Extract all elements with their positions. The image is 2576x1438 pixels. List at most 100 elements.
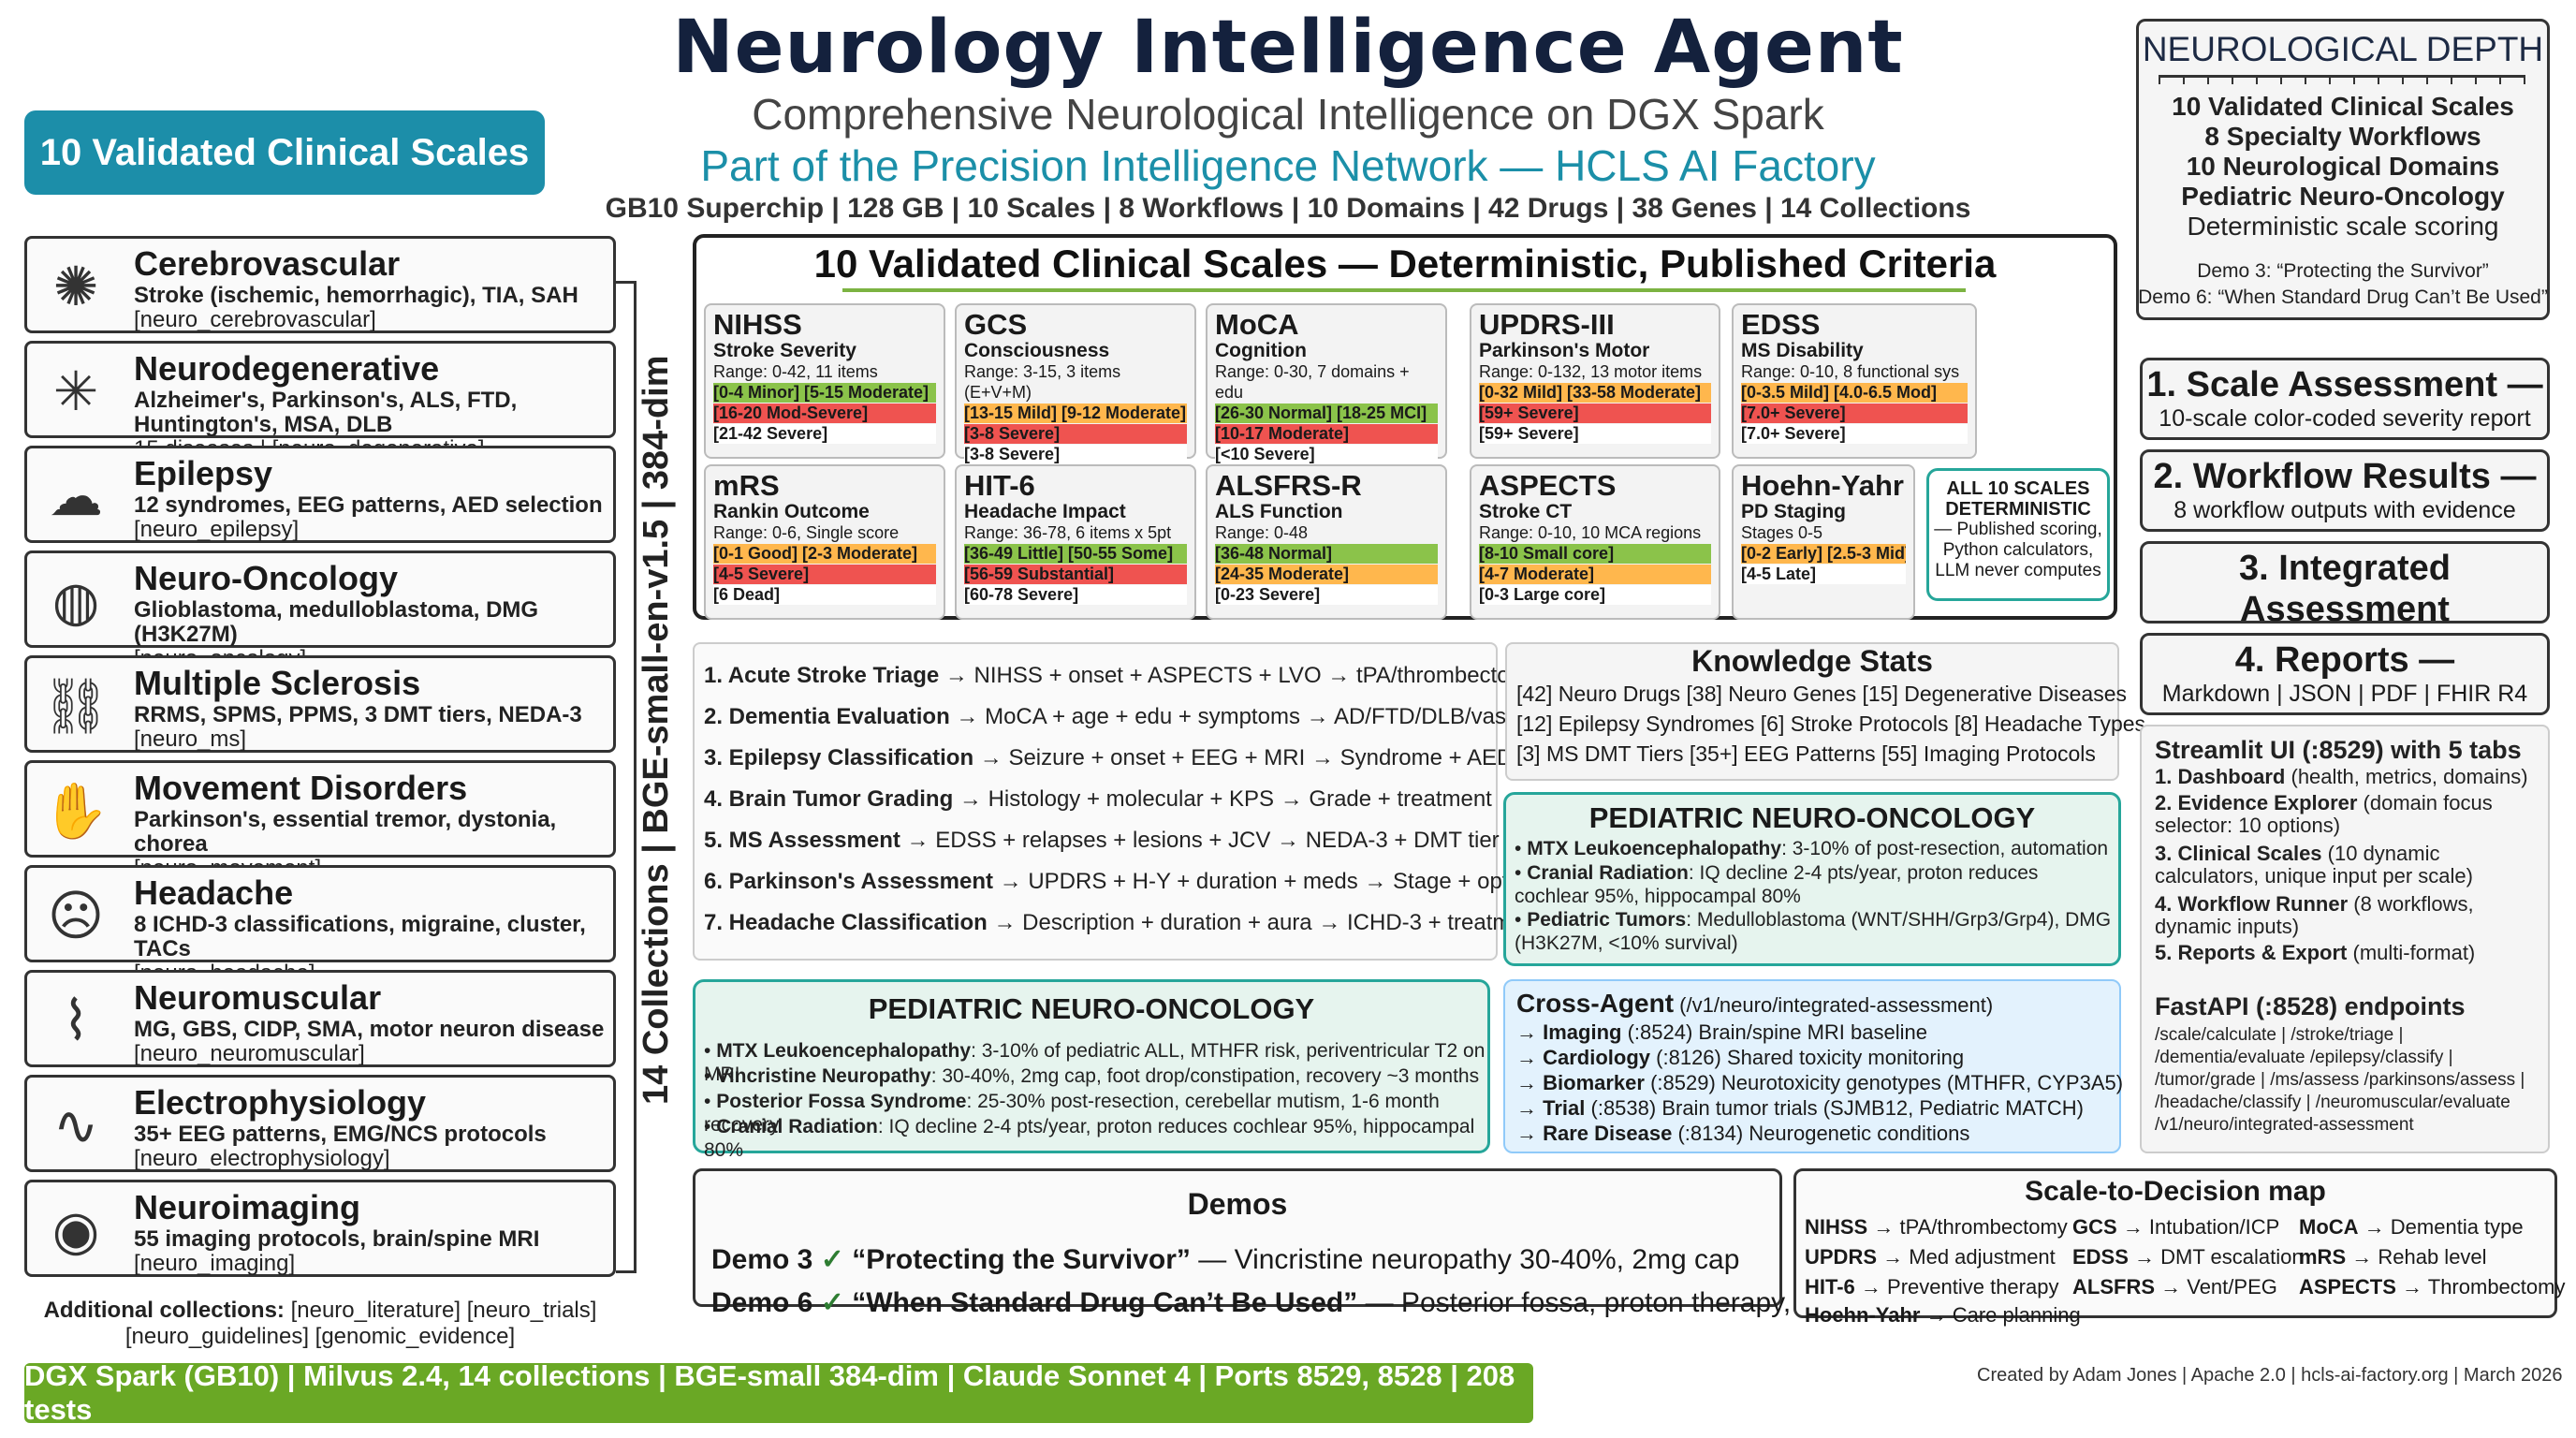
output-card: 2. Workflow Results —8 workflow outputs …: [2140, 449, 2550, 532]
collection-name: Movement Disorders: [134, 769, 468, 807]
scale-range: Stages 0-5: [1741, 523, 1823, 542]
pediatric-item-key: MTX Leukoencephalopathy: [716, 1040, 972, 1062]
workflow-flow: Histology + molecular + KPS → Grade + tr…: [988, 786, 1492, 812]
collection-name: Headache: [134, 873, 294, 912]
additional-collections: Additional collections: [neuro_literatur…: [24, 1298, 616, 1350]
tab-desc: (health, metrics, domains): [2285, 765, 2528, 788]
cross-agent-item: → Rare Disease (:8134) Neurogenetic cond…: [1516, 1122, 1970, 1145]
workflow-item: 1. Acute Stroke Triage → NIHSS + onset +…: [704, 663, 1540, 688]
scale-name: mRS: [713, 469, 780, 502]
workflow-item: 4. Brain Tumor Grading → Histology + mol…: [704, 786, 1492, 812]
collection-name: Neuroimaging: [134, 1188, 361, 1226]
scale-decision-scale: HIT-6: [1805, 1275, 1855, 1299]
depth-line: Pediatric Neuro-Oncology: [2181, 182, 2505, 211]
cross-agent-name: Imaging: [1543, 1020, 1622, 1044]
scale-subtitle: Stroke CT: [1479, 501, 1573, 522]
collections-bracket: [616, 281, 637, 1273]
deterministic-text: — Published scoring, Python calculators,…: [1934, 520, 2102, 580]
collection-desc-text: MG, GBS, CIDP, SMA, motor neuron disease: [134, 1017, 605, 1042]
tab-desc: (10 dynamic calculators, unique input pe…: [2155, 842, 2473, 888]
collection-name: Neuromuscular: [134, 978, 382, 1017]
scale-decision-action: → Thrombectomy: [2402, 1275, 2566, 1299]
scale-decision-action: → Rehab level: [2351, 1245, 2487, 1269]
pediatric-item-key: Cranial Radiation: [716, 1116, 878, 1137]
collection-desc-text: Glioblastoma, medulloblastoma, DMG (H3K2…: [134, 597, 539, 647]
scale-decision-panel: [1793, 1168, 2557, 1318]
demo-name: “When Standard Drug Can’t Be Used”: [852, 1287, 1358, 1318]
scale-name: NIHSS: [713, 308, 802, 341]
cross-agent-desc: (:8134) Neurogenetic conditions: [1677, 1122, 1970, 1145]
output-card: 1. Scale Assessment —10-scale color-code…: [2140, 358, 2550, 440]
output-heading: 2. Workflow Results —: [2153, 457, 2537, 496]
additional-line1: [neuro_literature] [neuro_trials]: [290, 1298, 597, 1323]
scale-subtitle: Rankin Outcome: [713, 501, 870, 522]
depth-title: NEUROLOGICAL DEPTH: [2142, 30, 2544, 68]
severity-band: [0-23 Severe]: [1215, 585, 1438, 605]
scale-decision-item: Hoehn-Yahr → Care planning: [1805, 1303, 2081, 1328]
severity-band: [<10 Severe]: [1215, 445, 1438, 464]
scales-panel-title: 10 Validated Clinical Scales — Determini…: [813, 242, 1997, 286]
pediatric-panel-left: [693, 979, 1490, 1153]
check-icon: ✓: [820, 1244, 844, 1275]
streamlit-tab: 3. Clinical Scales (10 dynamic calculato…: [2155, 843, 2539, 888]
streamlit-tab: 5. Reports & Export (multi-format): [2155, 942, 2539, 964]
scale-decision-title: Scale-to-Decision map: [2025, 1176, 2326, 1207]
output-heading: 4. Reports —: [2234, 640, 2455, 680]
cross-agent-desc: (:8524) Brain/spine MRI baseline: [1627, 1020, 1927, 1044]
scale-decision-scale: ALSFRS: [2072, 1275, 2155, 1299]
collection-desc: 35+ EEG patterns, EMG/NCS protocols[neur…: [134, 1123, 611, 1171]
collection-desc-text: 55 imaging protocols, brain/spine MRI: [134, 1226, 540, 1252]
collection-desc: Stroke (ischemic, hemorrhagic), TIA, SAH…: [134, 284, 611, 332]
severity-band: [4-5 Severe]: [713, 565, 936, 584]
depth-demo3: Demo 3: “Protecting the Survivor”: [2197, 260, 2489, 282]
scale-decision-action: → Vent/PEG: [2160, 1275, 2277, 1299]
collection-name: Multiple Sclerosis: [134, 664, 421, 702]
demo-item: Demo 6 ✓ “When Standard Drug Can’t Be Us…: [711, 1286, 1925, 1319]
cross-agent-name: Biomarker: [1543, 1071, 1645, 1094]
collection-desc-text: Stroke (ischemic, hemorrhagic), TIA, SAH: [134, 283, 578, 308]
depth-line: 10 Neurological Domains: [2186, 152, 2500, 181]
output-text: 8 workflow outputs with evidence: [2174, 497, 2516, 523]
scale-decision-scale: mRS: [2299, 1245, 2347, 1269]
knowledge-stats-title: Knowledge Stats: [1691, 644, 1933, 678]
collection-name: Cerebrovascular: [134, 244, 401, 283]
knowledge-stats-panel: [1505, 642, 2119, 781]
scale-range: Range: 0-30, 7 domains + edu: [1215, 362, 1410, 402]
scale-range: Range: 3-15, 3 items (E+V+M): [964, 362, 1121, 402]
deterministic-title: ALL 10 SCALES DETERMINISTIC: [1945, 478, 2091, 520]
collection-name: Neurodegenerative: [134, 349, 440, 388]
headache-icon: ☹: [47, 886, 105, 946]
severity-band: [60-78 Severe]: [964, 585, 1187, 605]
scale-subtitle: Consciousness: [964, 340, 1110, 361]
page-title: Neurology Intelligence Agent: [672, 6, 1904, 90]
scale-decision-item: GCS → Intubation/ICP: [2072, 1215, 2279, 1240]
pediatric-item-key: Cranial Radiation: [1527, 862, 1689, 884]
collection-desc: MG, GBS, CIDP, SMA, motor neuron disease…: [134, 1018, 611, 1066]
scale-decision-scale: ASPECTS: [2299, 1275, 2396, 1299]
pediatric-left-title: PEDIATRIC NEURO-ONCOLOGY: [868, 992, 1315, 1025]
severity-band: [59+ Severe]: [1479, 404, 1711, 423]
collection-name: Electrophysiology: [134, 1083, 427, 1122]
brain-tumor-icon: ◍: [51, 571, 100, 632]
scale-subtitle: PD Staging: [1741, 501, 1847, 522]
scale-range: Range: 0-42, 11 items: [713, 362, 878, 381]
scale-decision-item: UPDRS → Med adjustment: [1805, 1245, 2056, 1269]
severity-band: [24-35 Moderate]: [1215, 565, 1438, 584]
severity-band: [3-8 Severe]: [964, 424, 1187, 444]
cross-agent-name: Cardiology: [1543, 1046, 1651, 1069]
scale-name: GCS: [964, 308, 1028, 341]
scale-decision-action: → Intubation/ICP: [2122, 1215, 2280, 1239]
severity-band: [10-17 Moderate]: [1215, 424, 1438, 444]
scale-subtitle: Headache Impact: [964, 501, 1126, 522]
cross-agent-panel: [1503, 979, 2121, 1153]
workflow-item: 3. Epilepsy Classification → Seizure + o…: [704, 745, 1514, 770]
streamlit-panel: [2140, 725, 2550, 1153]
collection-id: [neuro_imaging]: [134, 1251, 296, 1276]
severity-band: [16-20 Mod-Severe]: [713, 404, 936, 423]
scale-name: EDSS: [1741, 308, 1821, 341]
collection-desc-text: 12 syndromes, EEG patterns, AED selectio…: [134, 492, 603, 518]
pediatric-item-value: : 25-30% post-resection, cerebellar muti…: [704, 1091, 1440, 1136]
pediatric-item: • MTX Leukoencephalopathy: 3-10% of post…: [1515, 838, 2109, 859]
